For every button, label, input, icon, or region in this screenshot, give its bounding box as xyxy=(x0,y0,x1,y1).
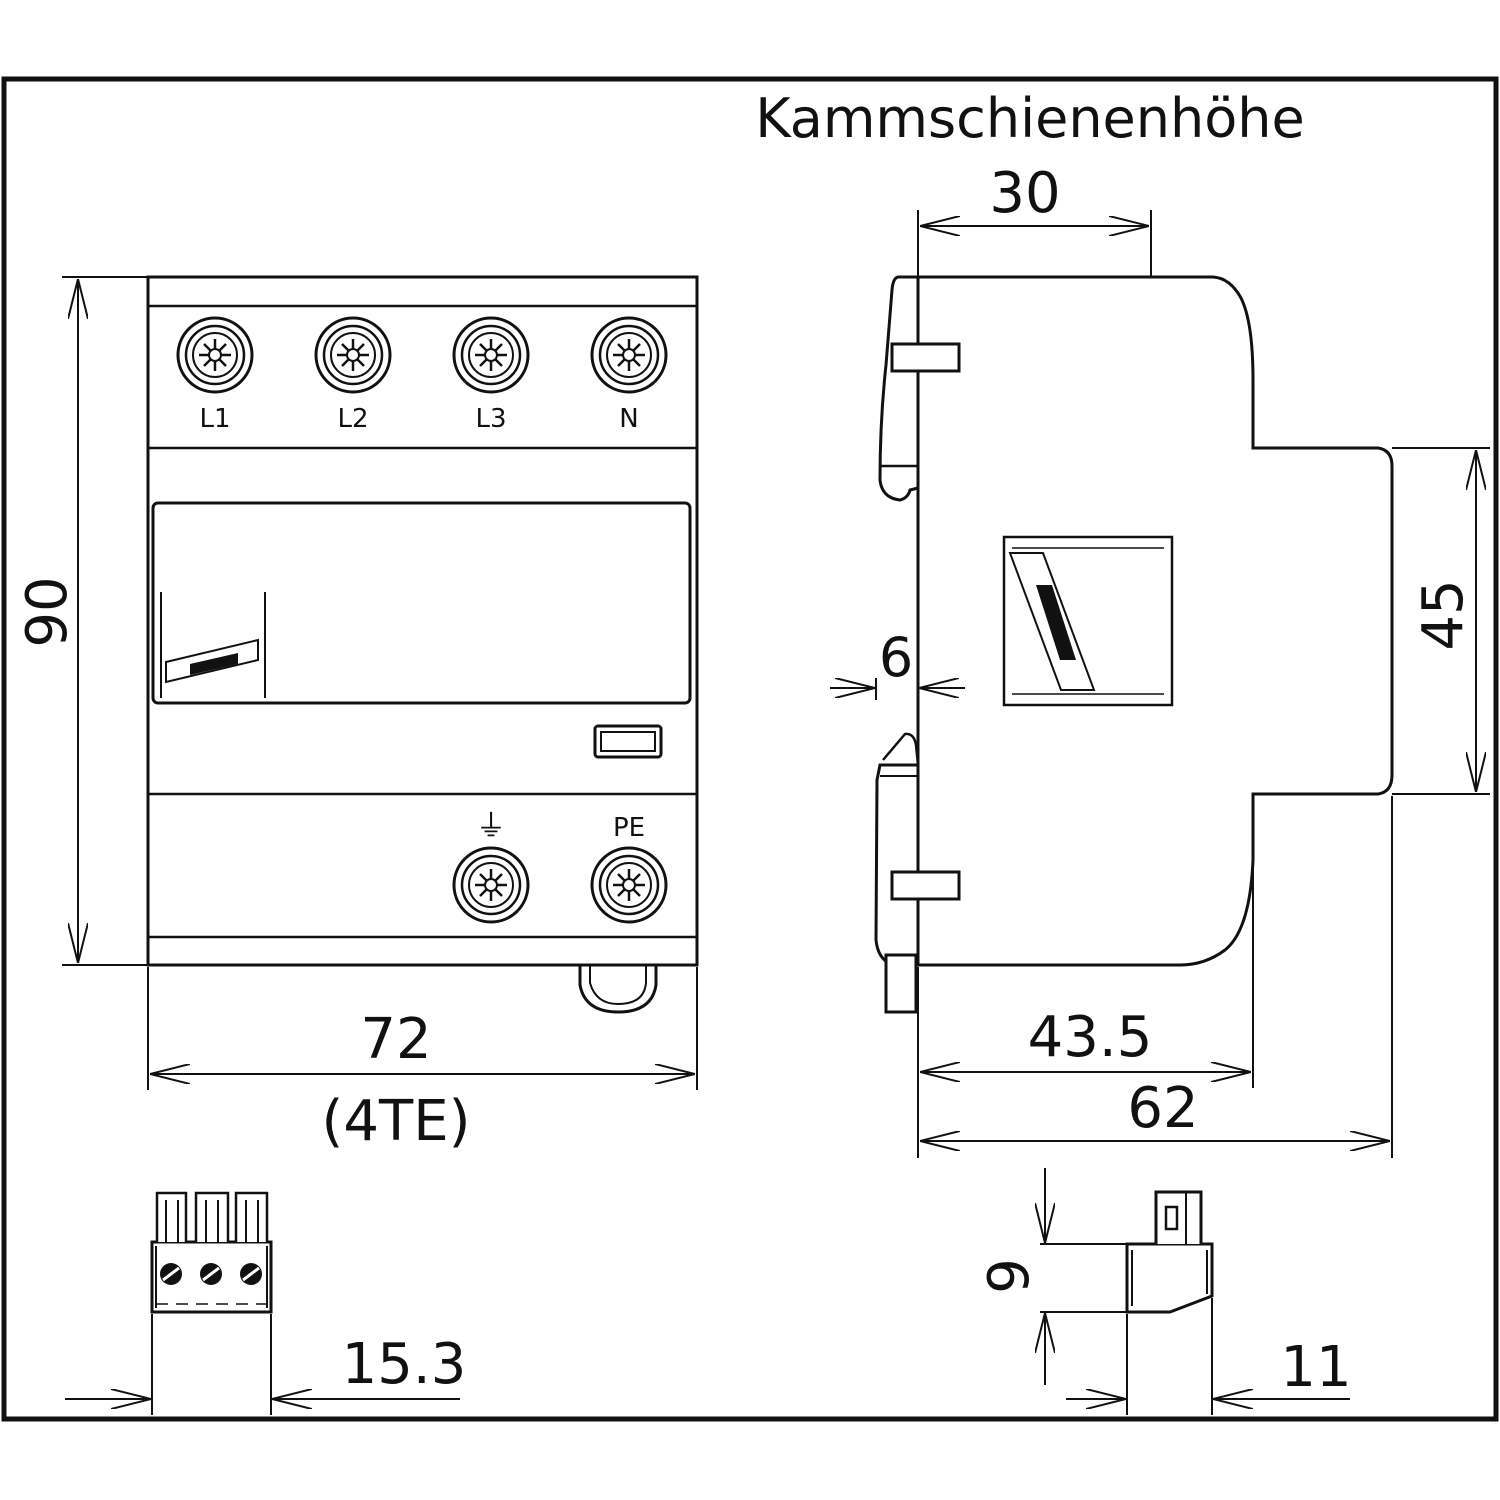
terminal-screw-icon xyxy=(176,316,254,394)
connector-side-view: 9 11 xyxy=(977,1168,1352,1415)
dim-connector-height-9: 9 xyxy=(977,1258,1042,1294)
terminal-label-pe: PE xyxy=(613,813,645,843)
terminal-screw-icon xyxy=(452,846,530,924)
dim-offset-6: 6 xyxy=(879,626,913,689)
status-indicator xyxy=(593,724,663,759)
drawing-frame xyxy=(1,76,1499,1422)
title-kammschienenhoehe: Kammschienenhöhe xyxy=(755,87,1304,150)
front-view: L1 L2 L3 N ⏚ PE 90 72 (4TE) xyxy=(15,275,699,1154)
terminal-label-l1: L1 xyxy=(199,404,230,434)
dim-connector-width-15-3: 15.3 xyxy=(342,1332,467,1397)
terminal-label-l2: L2 xyxy=(337,404,368,434)
release-tab-side xyxy=(884,953,918,1014)
terminal-label-n: N xyxy=(619,404,638,434)
terminal-screw-icon xyxy=(452,316,530,394)
dim-width-note: (4TE) xyxy=(322,1089,471,1154)
terminal-screw-icon xyxy=(590,846,668,924)
device-body-front xyxy=(146,275,699,967)
brand-logo-front xyxy=(160,592,266,698)
side-view: Kammschienenhöhe 30 6 xyxy=(755,87,1490,1158)
terminal-label-earth: ⏚ xyxy=(476,809,506,844)
connector-front-view: 15.3 xyxy=(65,1191,467,1415)
release-clip xyxy=(578,965,658,1014)
dim-depth-43-5: 43.5 xyxy=(1028,1005,1153,1070)
dim-depth-62: 62 xyxy=(1127,1076,1198,1141)
rail-slot-lower xyxy=(890,870,961,901)
dim-height-90: 90 xyxy=(15,576,80,647)
terminal-label-l3: L3 xyxy=(475,404,506,434)
dim-connector-depth-11: 11 xyxy=(1280,1335,1351,1400)
terminal-screw-icon xyxy=(590,316,668,394)
dim-combbar-30: 30 xyxy=(989,161,1060,226)
terminal-screw-icon xyxy=(314,316,392,394)
dim-width-72: 72 xyxy=(360,1007,431,1072)
dim-front-height-45: 45 xyxy=(1411,579,1476,650)
brand-logo-side xyxy=(1008,552,1096,691)
rail-slot-upper xyxy=(890,342,961,373)
front-window xyxy=(151,501,692,705)
connector-screw-icon xyxy=(160,1263,262,1285)
